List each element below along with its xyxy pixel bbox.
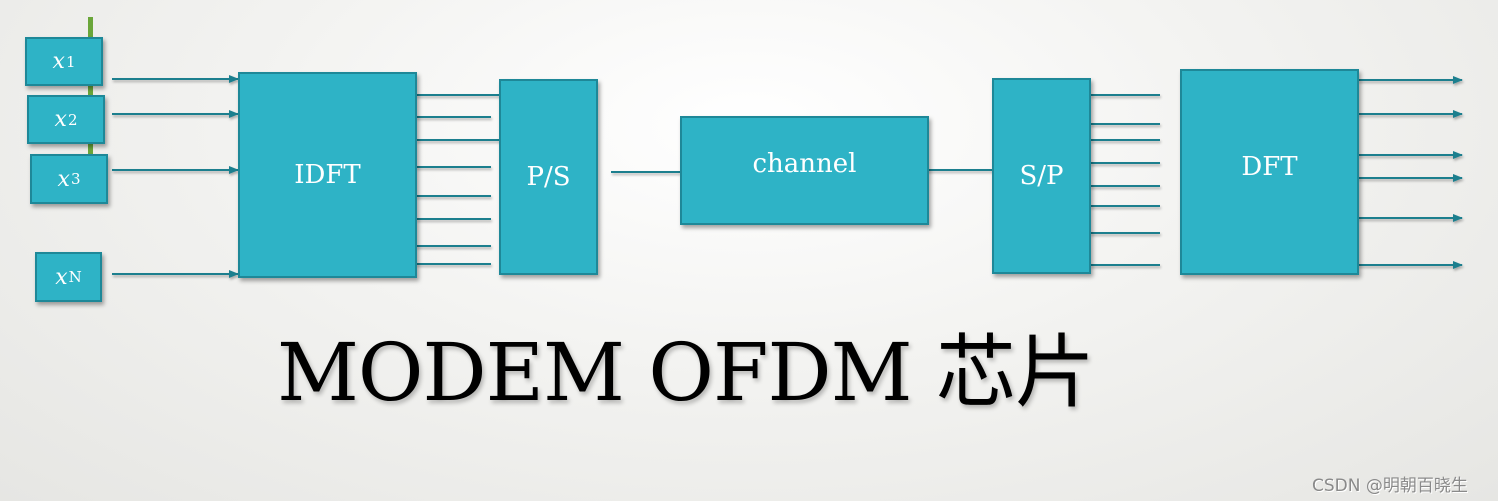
input-var: x (55, 264, 68, 290)
input-sub: N (68, 268, 82, 286)
ps-label: P/S (526, 162, 571, 192)
sp-label: S/P (1019, 161, 1064, 191)
idft-block: IDFT (238, 72, 417, 278)
dft-label: DFT (1241, 152, 1298, 182)
input-var: x (57, 166, 70, 192)
ps-block: P/S (499, 79, 598, 275)
input-sub: 2 (67, 110, 78, 129)
idft-label: IDFT (294, 160, 361, 190)
input-var: x (52, 49, 65, 74)
input-sub: 1 (65, 52, 76, 71)
accent-bar (88, 17, 93, 157)
dft-block: DFT (1180, 69, 1359, 275)
diagram-title: MODEM OFDM 芯片 (277, 326, 1095, 419)
channel-label: channel (752, 148, 857, 179)
sp-block: S/P (992, 78, 1091, 274)
input-sub: 3 (70, 170, 81, 188)
input-var: x (54, 107, 67, 132)
channel-block: channel (680, 116, 929, 225)
watermark: CSDN @明朝百晓生 (1312, 476, 1468, 496)
